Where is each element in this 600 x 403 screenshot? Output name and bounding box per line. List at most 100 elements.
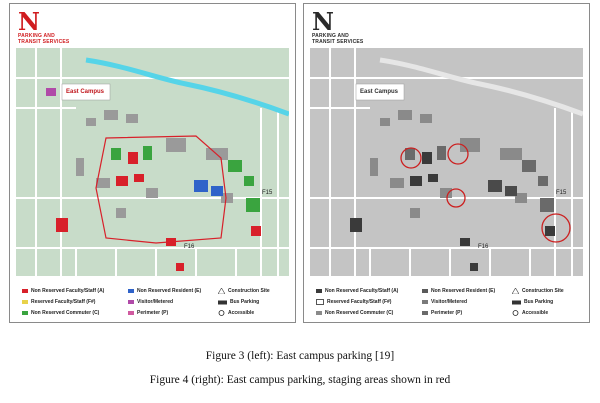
accessible-icon xyxy=(218,310,225,316)
buildings xyxy=(370,110,527,218)
legend-label: Construction Site xyxy=(228,288,270,294)
label-f15: F15 xyxy=(262,190,273,196)
bus-icon xyxy=(218,300,227,304)
map-title-box xyxy=(61,83,111,101)
legend-label: Perimeter (P) xyxy=(137,310,169,316)
accessible-icon xyxy=(512,310,519,316)
unl-parking-logo: N PARKING AND TRANSIT SERVICES xyxy=(312,10,376,48)
label-f16: F16 xyxy=(478,244,489,250)
legend-swatch xyxy=(316,299,324,305)
construction-icon xyxy=(218,288,225,294)
lot-a xyxy=(251,226,261,236)
lot-a xyxy=(410,176,422,186)
legend-item: Reserved Faculty/Staff (F#) xyxy=(22,299,95,305)
figure-4-panel: N PARKING AND TRANSIT SERVICES East Camp… xyxy=(303,3,590,323)
perimeter-outline xyxy=(95,135,227,244)
staging-areas xyxy=(400,143,571,243)
lot-e xyxy=(488,180,502,192)
river xyxy=(85,57,289,117)
legend-swatch xyxy=(316,311,322,315)
lot-c xyxy=(437,146,446,160)
legend-item: Reserved Faculty/Staff (F#) xyxy=(316,299,391,305)
east-campus-staging-map: East Campus xyxy=(310,48,583,276)
legend-swatch xyxy=(128,300,134,304)
legend-label: Bus Parking xyxy=(524,299,554,305)
legend-item: Visitor/Metered xyxy=(128,299,173,305)
lot-c xyxy=(522,160,536,172)
lot-c xyxy=(405,148,415,160)
legend-label: Visitor/Metered xyxy=(137,299,174,305)
lot-c xyxy=(538,176,548,186)
legend-label: Reserved Faculty/Staff (F#) xyxy=(31,299,96,305)
legend-swatch xyxy=(422,289,428,293)
lot-c xyxy=(228,160,242,172)
legend-item: Bus Parking xyxy=(218,299,259,305)
lot-e xyxy=(505,186,517,196)
map-legend: Non Reserved Faculty/Staff (A) Non Reser… xyxy=(22,288,290,322)
legend-swatch xyxy=(422,300,428,304)
street-grid xyxy=(16,48,289,276)
legend-label: Non Reserved Resident (E) xyxy=(137,288,202,294)
legend-item: Perimeter (P) xyxy=(422,310,462,316)
legend-label: Bus Parking xyxy=(230,299,260,305)
legend-item: Non Reserved Faculty/Staff (A) xyxy=(22,288,104,294)
lot-c xyxy=(246,198,260,212)
map-legend: Non Reserved Faculty/Staff (A) Non Reser… xyxy=(316,288,584,322)
legend-item: Accessible xyxy=(512,310,548,316)
legend-label: Non Reserved Faculty/Staff (A) xyxy=(31,288,105,294)
legend-swatch xyxy=(22,289,28,293)
legend-item: Non Reserved Commuter (C) xyxy=(22,310,99,316)
figure-3-panel: N PARKING AND TRANSIT SERVICES East Camp… xyxy=(9,3,296,323)
lot-visitor xyxy=(46,88,56,96)
legend-label: Construction Site xyxy=(522,288,564,294)
map-title-box xyxy=(355,83,405,101)
label-f15: F15 xyxy=(556,190,567,196)
staging-area-circle xyxy=(447,143,469,165)
legend-item: Non Reserved Resident (E) xyxy=(422,288,495,294)
lot-c xyxy=(143,146,152,160)
unl-parking-logo: N PARKING AND TRANSIT SERVICES xyxy=(18,10,82,48)
lot-a xyxy=(350,218,362,232)
lot-c xyxy=(111,148,121,160)
lot-a xyxy=(545,226,555,236)
logo-line-2: TRANSIT SERVICES xyxy=(18,38,70,45)
staging-area-circle xyxy=(541,213,571,243)
lot-a xyxy=(422,152,432,164)
lot-a xyxy=(134,174,144,182)
legend-item: Accessible xyxy=(218,310,254,316)
lot-a xyxy=(428,174,438,182)
lot-e xyxy=(211,186,223,196)
legend-item: Non Reserved Faculty/Staff (A) xyxy=(316,288,398,294)
logo-line-1: PARKING AND xyxy=(312,33,349,39)
logo-letter: N xyxy=(18,7,40,36)
legend-label: Non Reserved Commuter (C) xyxy=(325,310,394,316)
lot-a xyxy=(176,263,184,271)
map-background xyxy=(310,48,583,276)
legend-swatch xyxy=(422,311,428,315)
legend-swatch xyxy=(128,311,134,315)
legend-item: Non Reserved Resident (E) xyxy=(128,288,201,294)
map-title: East Campus xyxy=(66,89,105,95)
staging-area-circle xyxy=(400,147,422,169)
legend-item: Bus Parking xyxy=(512,299,553,305)
logo-line-1: PARKING AND xyxy=(18,33,55,39)
lot-c xyxy=(540,198,554,212)
map-title: East Campus xyxy=(360,89,399,95)
legend-swatch xyxy=(22,311,28,315)
legend-item: Non Reserved Commuter (C) xyxy=(316,310,393,316)
legend-label: Visitor/Metered xyxy=(431,299,468,305)
lot-a xyxy=(128,152,138,164)
legend-label: Perimeter (P) xyxy=(431,310,463,316)
logo-letter: N xyxy=(312,7,334,36)
legend-swatch xyxy=(128,289,134,293)
legend-label: Non Reserved Commuter (C) xyxy=(31,310,100,316)
construction-icon xyxy=(512,288,519,294)
lot-c xyxy=(244,176,254,186)
east-campus-parking-map: East Campus F15 xyxy=(16,48,289,276)
legend-item: Perimeter (P) xyxy=(128,310,168,316)
figure-4-caption: Figure 4 (right): East campus parking, s… xyxy=(149,374,451,386)
lot-a xyxy=(460,238,470,246)
legend-label: Accessible xyxy=(228,310,255,316)
legend-label: Reserved Faculty/Staff (F#) xyxy=(327,299,392,305)
bus-icon xyxy=(512,300,521,304)
